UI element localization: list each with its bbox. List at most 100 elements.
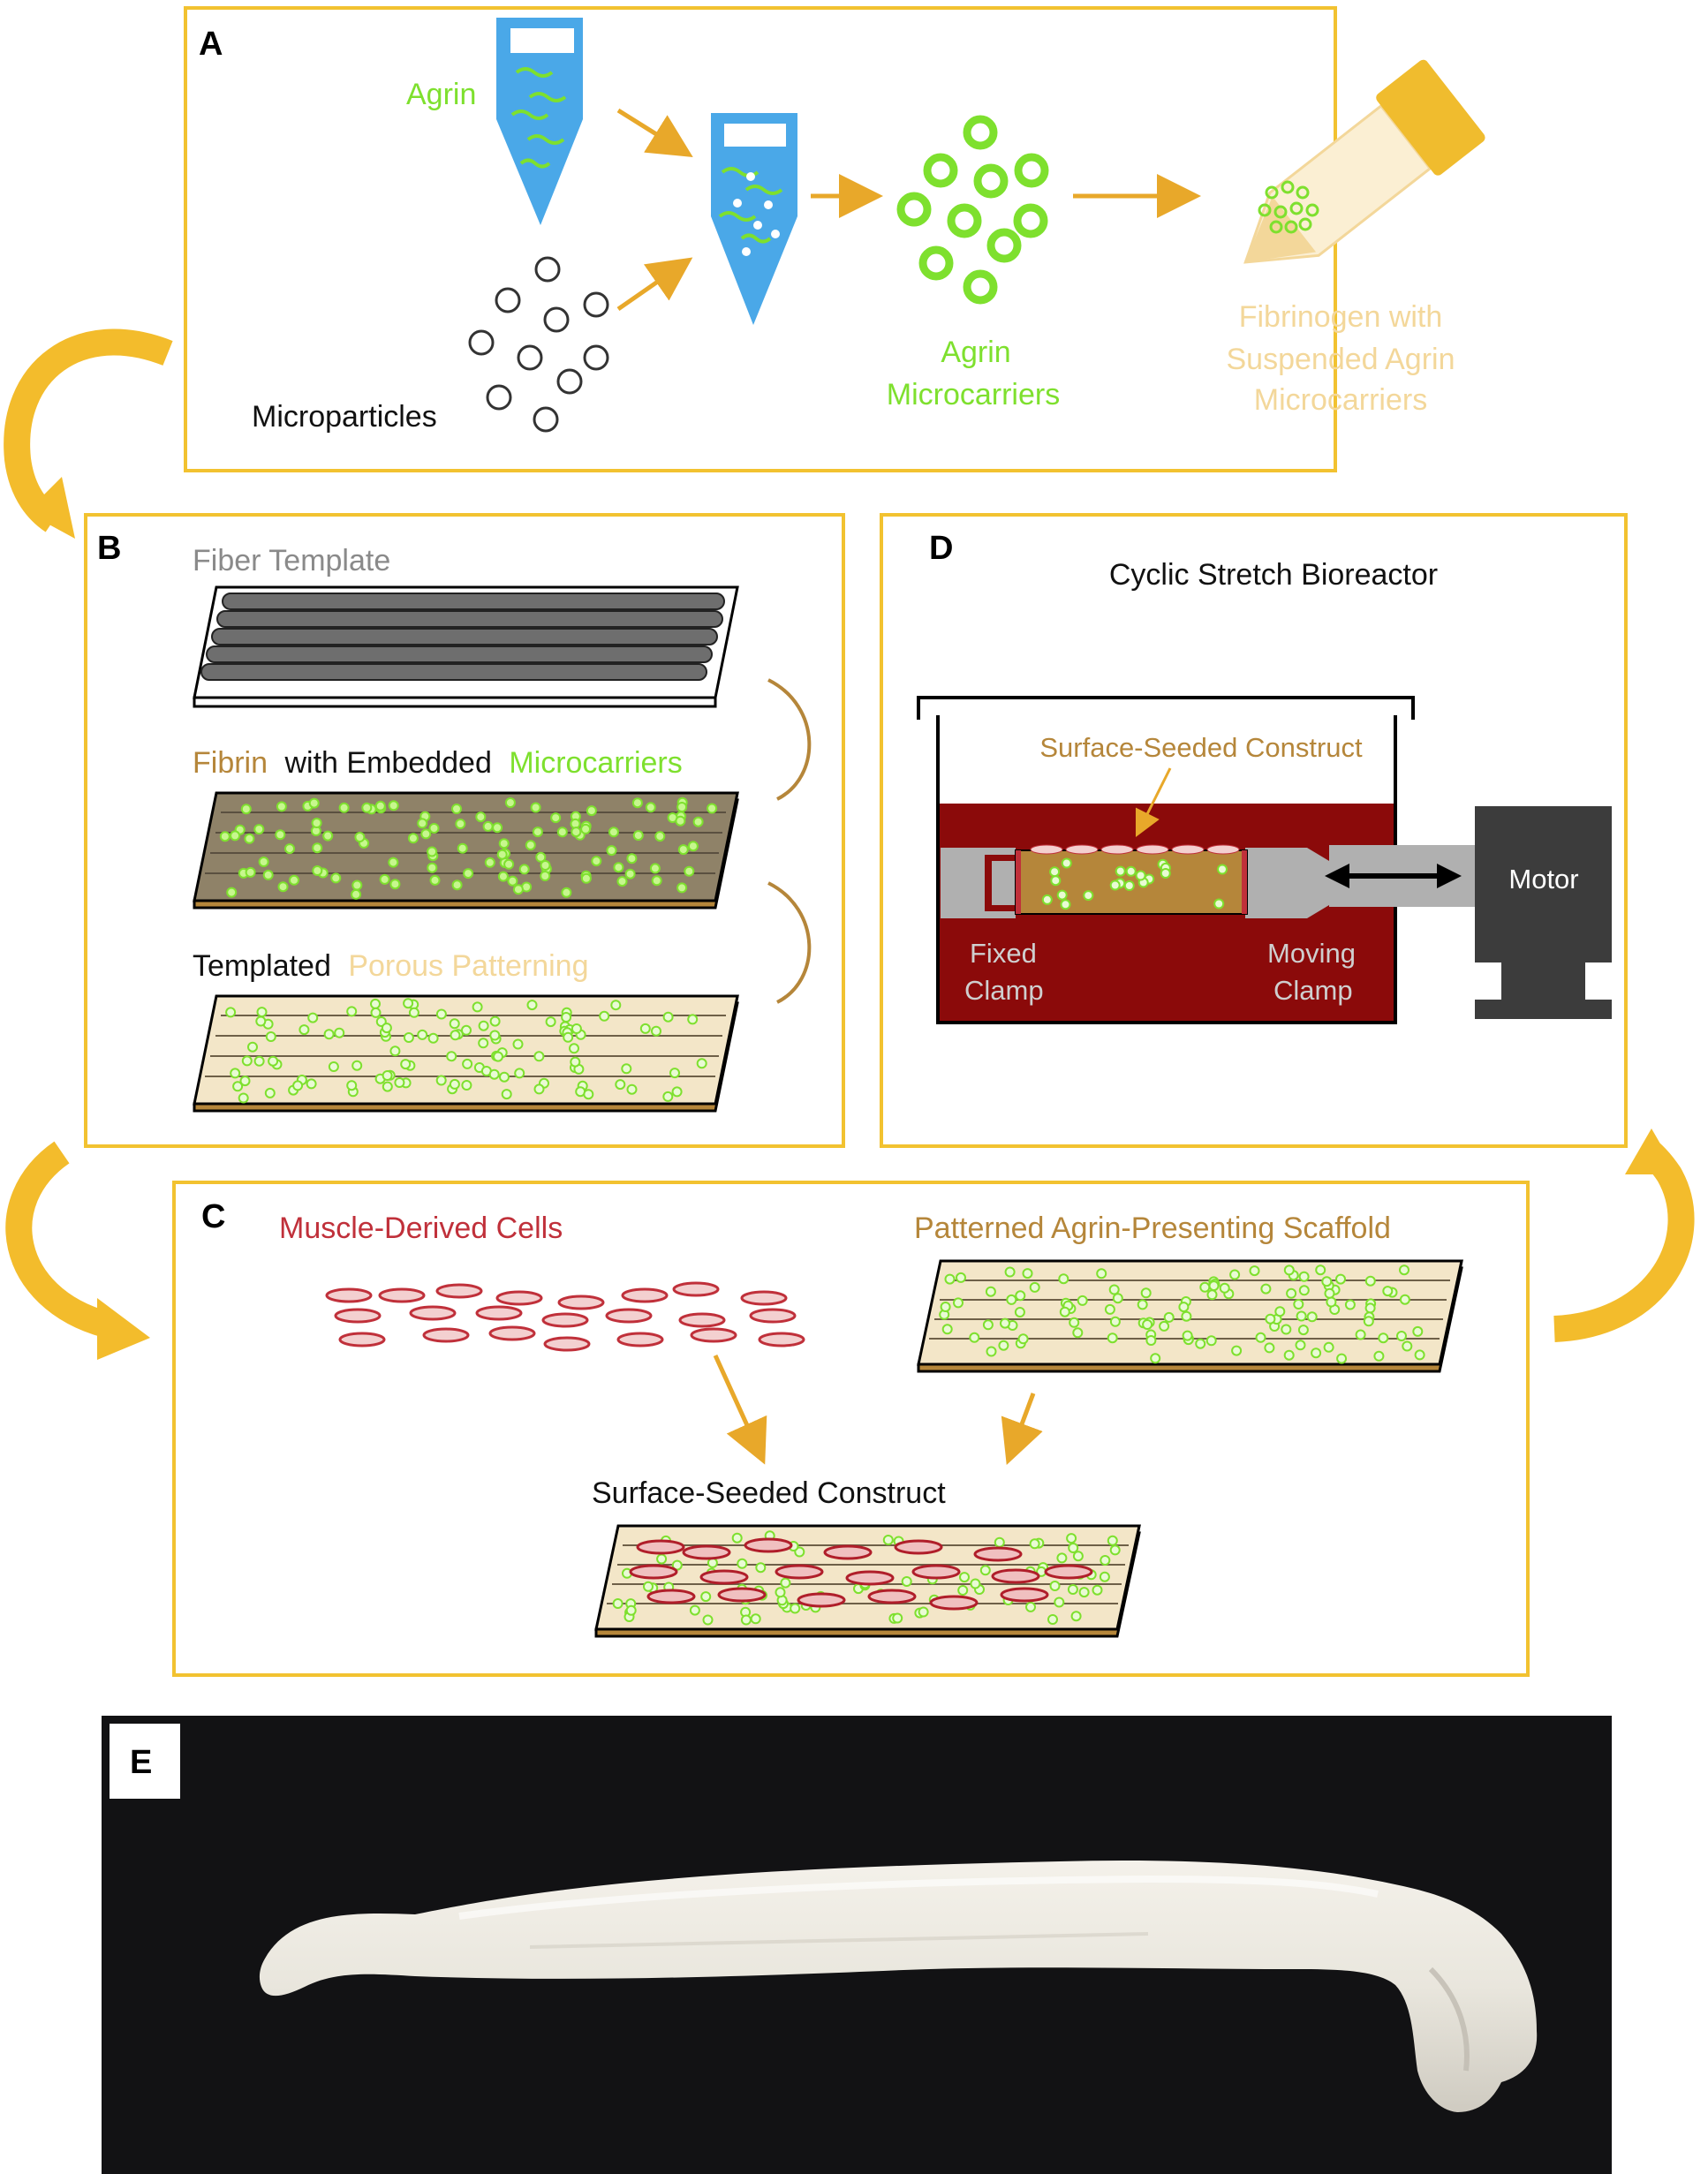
microcarrier-dot bbox=[632, 830, 644, 842]
step-arrow-1 bbox=[767, 678, 812, 801]
microcarrier-dot bbox=[940, 1302, 951, 1312]
microcarrier-dot bbox=[1069, 1317, 1080, 1328]
microcarrier-dot bbox=[1123, 880, 1135, 891]
microcarrier-dot bbox=[478, 1020, 489, 1031]
microcarrier-dot bbox=[446, 1051, 457, 1062]
microcarrier-dot bbox=[953, 1297, 964, 1309]
microcarrier-dot bbox=[346, 1006, 358, 1017]
microcarrier-dot bbox=[1260, 1283, 1272, 1295]
microcarrier-dot bbox=[918, 1606, 929, 1618]
microcarrier-dot bbox=[501, 1089, 512, 1100]
moving-clamp-label: Clamp bbox=[1273, 975, 1353, 1006]
microcarrier-dot bbox=[1029, 1538, 1040, 1550]
microcarrier-dot bbox=[1112, 1293, 1123, 1304]
microcarrier-dot bbox=[1336, 1353, 1348, 1364]
microcarrier-dot bbox=[530, 802, 541, 813]
microcarrier-dot bbox=[580, 823, 592, 834]
templated-label-line: Templated Porous Patterning bbox=[193, 949, 589, 983]
fibrinogen-label-1: Fibrinogen with bbox=[1239, 300, 1443, 334]
muscle-cell bbox=[682, 1544, 731, 1560]
microcarrier-dot bbox=[382, 1081, 393, 1092]
microcarrier-dot bbox=[1000, 1317, 1010, 1329]
microcarrier-dot bbox=[245, 866, 256, 878]
microcarrier-dot bbox=[1213, 898, 1225, 910]
microcarrier-dot bbox=[645, 802, 656, 813]
microcarrier-dot bbox=[429, 874, 441, 886]
surface-seeded-construct-label-c: Surface-Seeded Construct bbox=[592, 1476, 946, 1510]
microcarrier-dot bbox=[1295, 1340, 1306, 1351]
fixed-clamp-label: Clamp bbox=[964, 975, 1044, 1006]
microcarrier-dot bbox=[504, 797, 516, 808]
microcarrier-dot bbox=[1364, 1302, 1376, 1314]
microcarrier-dot bbox=[677, 844, 689, 856]
microcarrier-dot bbox=[612, 1598, 623, 1609]
microcarrier-dot bbox=[420, 828, 432, 840]
microcarrier-dot bbox=[1160, 868, 1171, 879]
arrow-cells-to-construct bbox=[713, 1354, 767, 1465]
microcarrier-dot bbox=[687, 841, 699, 852]
microcarrier-dot bbox=[580, 872, 592, 884]
microcarrier-dot bbox=[230, 1068, 241, 1079]
microcarrier-dot bbox=[1125, 865, 1137, 877]
muscle-cell bbox=[678, 1312, 726, 1328]
motor-label: Motor bbox=[1508, 864, 1578, 895]
muscle-cell bbox=[740, 1290, 788, 1306]
panel-e-letter: E bbox=[130, 1744, 152, 1781]
microcarrier-dot bbox=[1022, 1268, 1033, 1279]
microcarrier-dot bbox=[1107, 1535, 1118, 1546]
fiber-template-icon bbox=[193, 585, 739, 708]
arrow-scaffold-to-construct bbox=[1001, 1393, 1043, 1466]
agrin-label: Agrin bbox=[406, 78, 476, 111]
microcarrier-dot bbox=[492, 822, 503, 834]
curved-arrow-a-to-b bbox=[4, 328, 173, 539]
microcarrier-dot bbox=[1096, 1268, 1107, 1279]
microcarrier-dot bbox=[959, 1572, 970, 1583]
microcarrier-dot bbox=[696, 1058, 707, 1069]
microcarrier-dot bbox=[1140, 1287, 1152, 1299]
microcarrier-dot bbox=[985, 1286, 996, 1297]
microcarrier-dot bbox=[755, 1562, 767, 1574]
microcarrier-dot bbox=[780, 1577, 791, 1589]
microcarrier-dot bbox=[1293, 1299, 1304, 1310]
microcarrier-dot bbox=[750, 1613, 761, 1625]
microcarrier-dot bbox=[654, 831, 666, 842]
microparticles-icon bbox=[468, 256, 609, 433]
microcarrier-dot bbox=[498, 838, 510, 849]
panel-c-letter: C bbox=[201, 1198, 225, 1235]
microcarrier-dot bbox=[1208, 1280, 1220, 1292]
microcarrier-dot bbox=[462, 1058, 473, 1069]
microcarrier-dot bbox=[240, 804, 252, 815]
microcarrier-dot bbox=[239, 1076, 251, 1087]
microcarrier-dot bbox=[472, 1001, 483, 1013]
microcarrier-dot bbox=[1049, 866, 1061, 878]
microcarrier-dot bbox=[1231, 1345, 1243, 1356]
microcarrier-dot bbox=[1182, 1330, 1193, 1341]
microcarrier-dot bbox=[532, 827, 543, 838]
muscle-cell bbox=[911, 1564, 961, 1580]
microcarrier-dot bbox=[382, 1070, 393, 1081]
porous-slab-icon bbox=[193, 994, 739, 1113]
microcarrier-dot bbox=[998, 1340, 1009, 1351]
fibrinogen-label-2: Suspended Agrin bbox=[1227, 343, 1455, 376]
microcarrier-dot bbox=[238, 1092, 249, 1104]
microcarrier-dot bbox=[351, 879, 363, 891]
microcarrier-dot bbox=[956, 1272, 966, 1283]
panel-c: C Muscle-Derived Cells Patterned Agrin-P… bbox=[172, 1181, 1530, 1677]
tissue-construct-photo bbox=[259, 1860, 1538, 2112]
microcarrier-dot bbox=[389, 1045, 401, 1057]
microcarrier-dot bbox=[463, 868, 474, 879]
microcarrier-dot bbox=[1142, 1319, 1153, 1330]
microcarrier-dot bbox=[370, 998, 381, 1009]
construct-pointer-arrow bbox=[1135, 767, 1172, 838]
microcarrier-dot bbox=[1072, 1327, 1084, 1339]
microcarrier-dot bbox=[1135, 870, 1146, 881]
microcarrier-dot bbox=[1265, 1313, 1276, 1325]
microcarrier-dot bbox=[1283, 1264, 1295, 1276]
microcarrier-dot bbox=[276, 801, 287, 812]
muscle-cell bbox=[744, 1537, 793, 1553]
fibrinogen-tube-icon bbox=[1243, 59, 1485, 264]
agrin-microcarriers-label-1: Agrin bbox=[941, 336, 1010, 369]
microcarrier-dot bbox=[1306, 1311, 1318, 1323]
microcarrier-dot bbox=[496, 849, 508, 860]
